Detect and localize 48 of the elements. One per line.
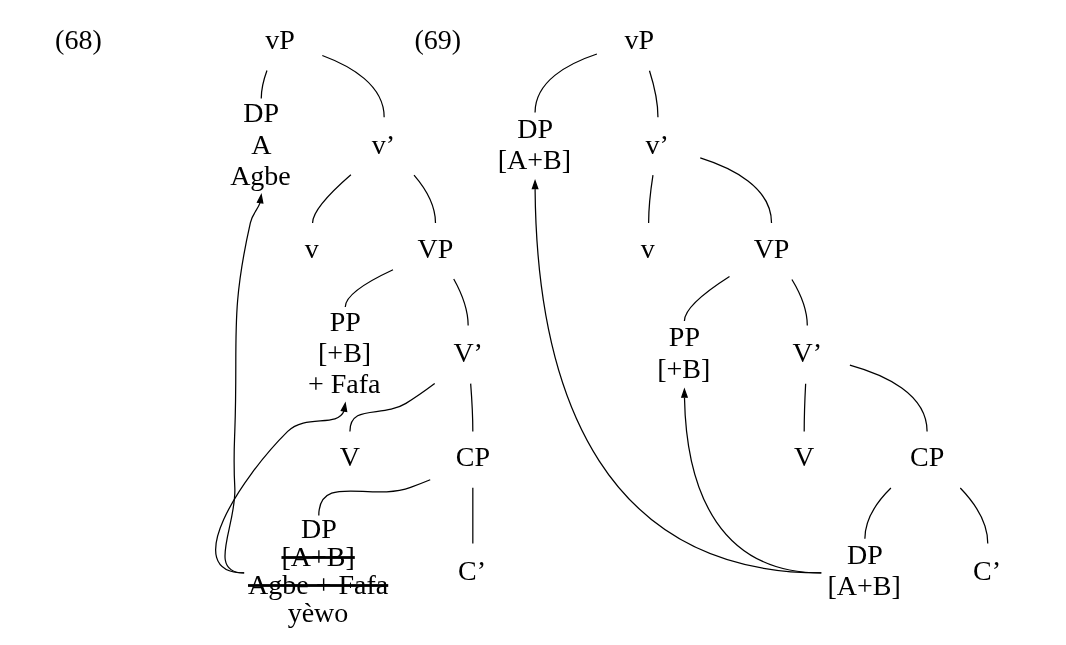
node-text: CP (455, 441, 490, 473)
connector (469, 383, 473, 432)
connector (863, 487, 891, 540)
node-text: DP [A+B] (827, 539, 901, 602)
node-text: DP [A+B] Agbe + Fafa yèwo (247, 512, 388, 628)
node-text: DP [A+B] (497, 112, 571, 176)
node-text: CP (909, 441, 944, 473)
connector (683, 275, 730, 322)
node-text: v’ (371, 128, 395, 160)
node-text: PP [+B] + Fafa (307, 305, 380, 400)
node-text: VP (753, 232, 789, 264)
node-text: C’ (972, 554, 1001, 586)
arrow (680, 387, 822, 574)
connector (452, 278, 469, 327)
connector (344, 269, 394, 308)
node-text: VP (417, 232, 453, 264)
node-text: V’ (792, 337, 822, 369)
node-text: v (640, 232, 655, 264)
node-text: C’ (457, 554, 486, 586)
label: (68) (54, 24, 102, 56)
connector (317, 479, 431, 517)
connector (321, 54, 385, 118)
node-text: V’ (452, 337, 483, 369)
connector (959, 487, 988, 545)
node-text: vP (264, 24, 295, 56)
connector (699, 157, 772, 224)
connector (260, 69, 268, 100)
node-text: PP [+B] (656, 321, 710, 384)
connector (790, 278, 808, 327)
node-text: v’ (645, 128, 669, 160)
node-text: DP A Agbe (229, 97, 291, 191)
node-text: vP (624, 24, 654, 56)
arrow (214, 401, 347, 574)
connector (412, 174, 436, 224)
connector (647, 174, 654, 224)
arrow (223, 193, 264, 574)
connector (311, 174, 351, 224)
connector (471, 487, 473, 545)
connector (848, 364, 928, 432)
connector (348, 382, 435, 432)
arrow (531, 179, 822, 574)
connector (648, 70, 659, 118)
node-text: V (793, 441, 814, 473)
label: (69) (413, 24, 461, 56)
node-text: v (304, 232, 319, 264)
node-text: V (339, 441, 360, 473)
connector (533, 53, 597, 114)
connector (803, 383, 806, 432)
